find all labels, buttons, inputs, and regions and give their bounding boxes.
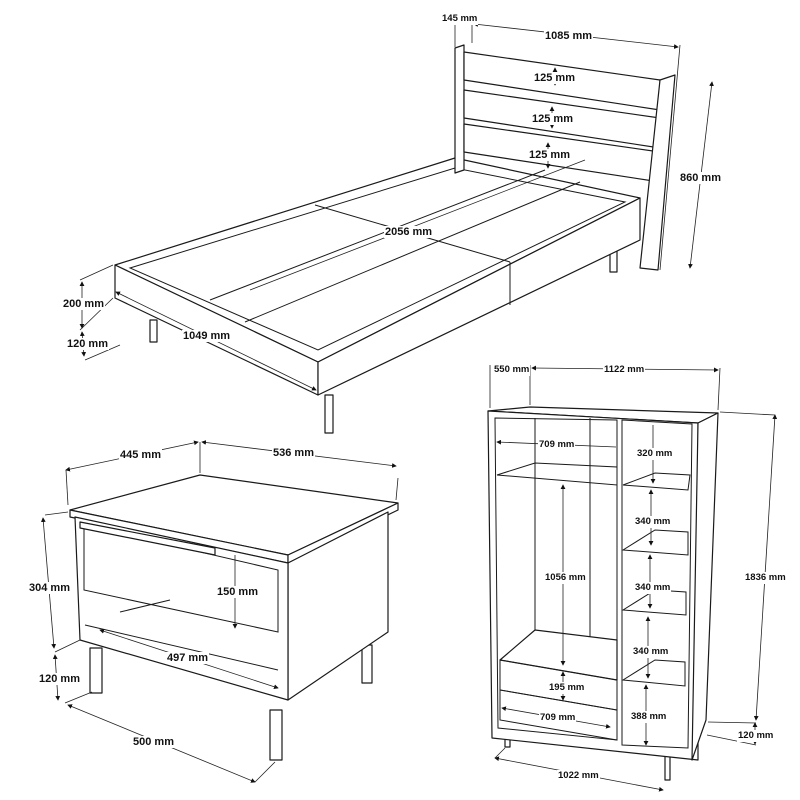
wardrobe-shelf-gap-1-label: 340 mm [634,516,672,528]
wardrobe-shelf-gap-2-label: 340 mm [634,582,672,594]
nightstand-drawer-height-label: 150 mm [216,586,259,598]
nightstand-leg-height-label: 120 mm [38,673,81,685]
bed-headboard-width-label: 1085 mm [544,30,594,42]
bed-drawing [114,44,676,434]
wardrobe-bottom-shelf-gap-label: 388 mm [630,711,668,723]
wardrobe-top-shelf-gap-label: 320 mm [636,448,674,460]
wardrobe-depth-label: 550 mm [493,364,531,376]
wardrobe-upper-compartment-width-label: 709 mm [538,439,576,451]
bed-leg-height-label: 120 mm [66,338,109,350]
nightstand-depth-label: 445 mm [119,449,162,461]
bed-frame-width-label: 1049 mm [182,330,232,342]
wardrobe-width-label: 1122 mm [603,364,646,376]
wardrobe-base-width-label: 1022 mm [557,770,600,782]
nightstand-drawing [69,474,399,761]
nightstand-width-label: 536 mm [272,447,315,459]
wardrobe-hanging-height-label: 1056 mm [544,572,587,584]
wardrobe-drawer-width-label: 709 mm [539,712,577,724]
wardrobe-leg-height-label: 120 mm [737,730,775,742]
wardrobe-shelf-gap-3-label: 340 mm [632,646,670,658]
nightstand-base-width-label: 500 mm [132,736,175,748]
bed-slat-gap-2-label: 125 mm [531,113,574,125]
bed-headboard-post-depth-label: 145 mm [441,13,479,25]
nightstand-body-height-label: 304 mm [28,582,71,594]
wardrobe-drawing [487,406,719,781]
bed-slat-gap-3-label: 125 mm [528,149,571,161]
bed-frame-height-label: 200 mm [62,298,105,310]
bed-frame-length-label: 2056 mm [384,226,434,238]
wardrobe-drawer-height-label: 195 mm [548,682,586,694]
nightstand-inner-width-label: 497 mm [166,652,209,664]
wardrobe-total-height-label: 1836 mm [744,572,787,584]
bed-headboard-height-label: 860 mm [679,172,722,184]
bed-slat-gap-1-label: 125 mm [533,72,576,84]
